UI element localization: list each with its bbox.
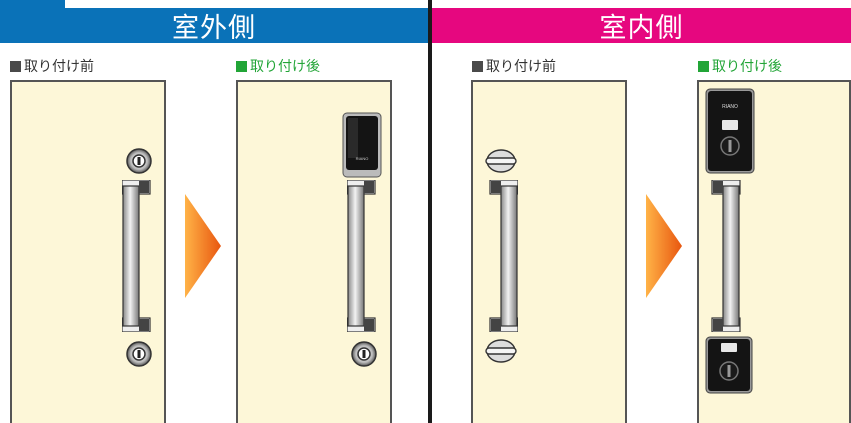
- label-text: 取り付け後: [250, 59, 320, 75]
- arrow-right-icon: [185, 194, 221, 298]
- arrow-right-icon: [646, 194, 682, 298]
- label-text: 取り付け後: [712, 59, 782, 75]
- key-cylinder-icon: [126, 341, 152, 367]
- corner-tab: [0, 0, 65, 8]
- center-divider: [428, 0, 432, 423]
- inside-header: 室内側: [432, 8, 851, 44]
- door-pull-handle: [711, 180, 741, 332]
- smart-lock-unit-lower: [705, 336, 753, 394]
- label-outside-before: 取り付け前: [10, 56, 94, 76]
- thumb-turn-icon: [485, 149, 517, 173]
- door-pull-handle: [347, 180, 376, 332]
- label-text: 取り付け前: [24, 59, 94, 75]
- key-cylinder-icon: [351, 341, 377, 367]
- green-square-icon: [236, 60, 247, 72]
- door-inside-before: [471, 80, 627, 423]
- smart-lock-reader: RIANO: [342, 112, 382, 178]
- label-inside-before: 取り付け前: [472, 56, 556, 76]
- grey-square-icon: [10, 60, 21, 72]
- grey-square-icon: [472, 60, 483, 72]
- green-square-icon: [698, 60, 709, 72]
- door-pull-handle: [489, 180, 518, 332]
- inside-header-title: 室内側: [599, 13, 684, 44]
- door-pull-handle: [122, 180, 151, 332]
- thumb-turn-icon: [485, 339, 517, 363]
- key-cylinder-icon: [126, 148, 152, 174]
- outside-header-title: 室外側: [172, 13, 256, 44]
- reader-brand: RIANO: [356, 156, 369, 161]
- label-text: 取り付け前: [486, 59, 556, 75]
- smart-lock-unit-upper: RIANO: [705, 88, 755, 174]
- label-inside-after: 取り付け後: [698, 56, 782, 76]
- unit-brand: RIANO: [722, 104, 738, 110]
- label-outside-after: 取り付け後: [236, 56, 320, 76]
- outside-header: 室外側: [0, 8, 428, 44]
